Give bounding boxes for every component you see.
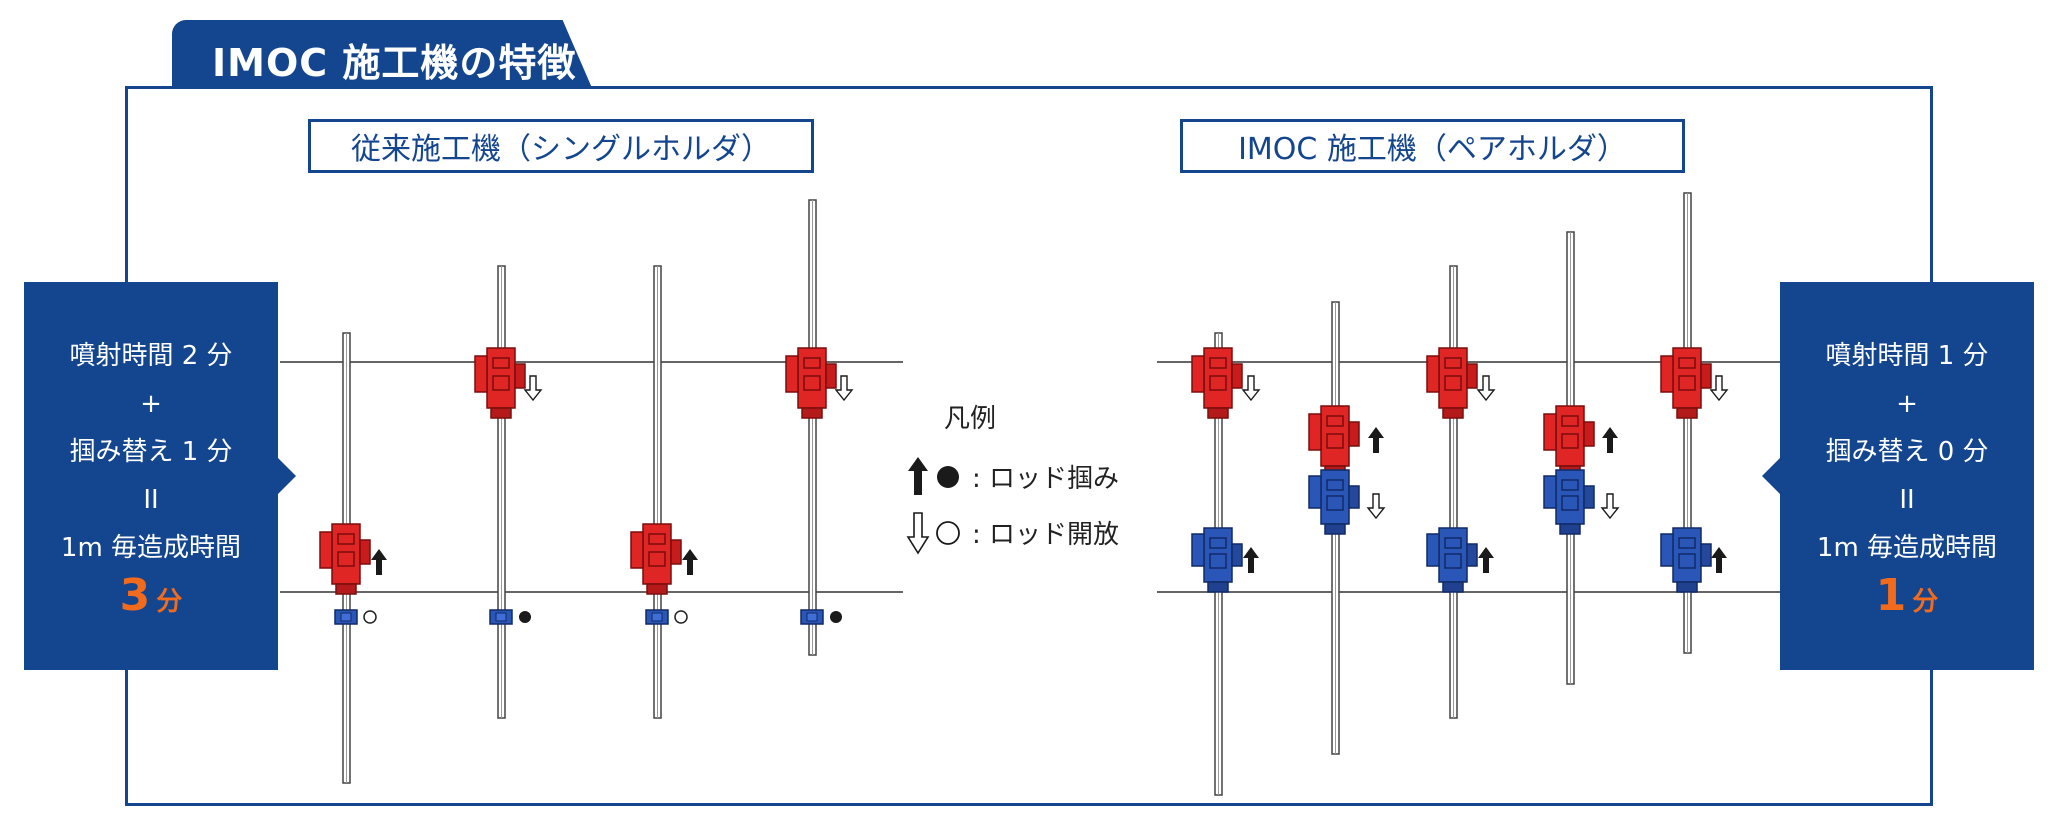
regrip-time: 掴み替え 0 分 [1825, 437, 1989, 467]
minutes-unit: 分 [1912, 587, 1939, 617]
left-pointer [278, 458, 296, 494]
right-red-holder-3 [1426, 347, 1478, 419]
page-title: IMOC 施工機の特徴 [212, 41, 577, 85]
release-symbols [906, 512, 960, 555]
right-arrow-down-3 [1477, 375, 1495, 401]
right-blue-holder-3 [1426, 527, 1478, 593]
right-pointer [1762, 458, 1780, 494]
left-red-holder-4 [785, 347, 837, 419]
minutes-unit: 分 [156, 587, 183, 617]
plus-sign: + [140, 389, 162, 419]
right-arrow-down-1 [1242, 375, 1260, 401]
arrow-down-outline-icon [906, 512, 930, 555]
release-label: : ロッド開放 [972, 519, 1120, 550]
right-arrow-down-2 [1367, 493, 1385, 519]
legend: 凡例 : ロッド掴み : ロッド開放 [906, 398, 1119, 565]
right-arrow-down-4 [1601, 493, 1619, 519]
build-time-label: 1m 毎造成時間 [60, 533, 242, 563]
open-circle-icon [674, 610, 688, 624]
left-arrow-up-3 [682, 549, 698, 575]
open-circle-icon [363, 610, 377, 624]
left-red-holder-1 [319, 523, 371, 595]
grip-label: : ロッド掴み [972, 463, 1120, 494]
left-rod-4 [808, 199, 817, 656]
spray-time: 噴射時間 1 分 [1825, 341, 1989, 371]
right-arrow-up-3 [1478, 547, 1494, 573]
right-blue-holder-2 [1308, 469, 1360, 535]
left-red-holder-3 [630, 523, 682, 595]
right-red-holder-4 [1543, 405, 1595, 477]
left-arrow-down-2 [524, 375, 542, 401]
header-tab: IMOC 施工機の特徴 [172, 20, 592, 88]
build-time-label: 1m 毎造成時間 [1816, 533, 1998, 563]
total-minutes: 3 [119, 570, 151, 621]
right-red-holder-5 [1660, 347, 1712, 419]
right-red-holder-1 [1191, 347, 1243, 419]
equals-sign: II [143, 485, 159, 515]
grip-symbols [908, 457, 959, 495]
right-arrow-down-5 [1710, 375, 1728, 401]
legend-title: 凡例 [944, 404, 997, 434]
left-rod-3 [653, 265, 662, 719]
left-blue-holder-2 [489, 609, 513, 625]
filled-circle-icon [937, 466, 959, 488]
open-circle-icon [936, 521, 960, 545]
left-section-title: 従来施工機（シングルホルダ） [308, 119, 814, 173]
spray-time: 噴射時間 2 分 [69, 341, 233, 371]
filled-circle-icon [519, 611, 531, 623]
filled-circle-icon [830, 611, 842, 623]
left-blue-holder-1 [334, 609, 358, 625]
right-blue-holder-4 [1543, 469, 1595, 535]
left-blue-holder-4 [800, 609, 824, 625]
right-arrow-up-4 [1602, 427, 1618, 453]
right-arrow-up-2 [1368, 427, 1384, 453]
regrip-time: 掴み替え 1 分 [69, 437, 233, 467]
legend-release-row: : ロッド開放 [906, 509, 1119, 555]
right-blue-holder-5 [1660, 527, 1712, 593]
plus-sign: + [1896, 389, 1918, 419]
left-red-holder-2 [474, 347, 526, 419]
right-rod-3 [1449, 265, 1458, 719]
arrow-up-icon [908, 457, 928, 495]
right-arrow-up-5 [1711, 547, 1727, 573]
total-minutes: 1 [1875, 570, 1907, 621]
right-blue-holder-1 [1191, 527, 1243, 593]
legend-grip-row: : ロッド掴み [906, 453, 1119, 499]
right-section-title: IMOC 施工機（ペアホルダ） [1180, 119, 1685, 173]
left-rod-2 [497, 265, 506, 719]
left-arrow-down-4 [835, 375, 853, 401]
right-red-holder-2 [1308, 405, 1360, 477]
left-arrow-up-1 [371, 549, 387, 575]
equals-sign: II [1899, 485, 1915, 515]
right-arrow-up-1 [1243, 547, 1259, 573]
left-blue-holder-3 [645, 609, 669, 625]
